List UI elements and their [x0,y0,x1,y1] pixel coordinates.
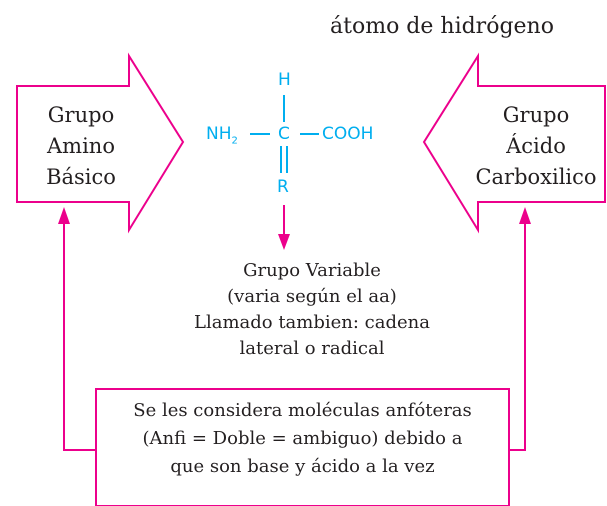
atom-c: C [278,124,290,144]
note-line-2: (Anfi = Doble = ambiguo) debido a [142,428,463,449]
variable-arrow-head [278,234,290,250]
acid-line-1: Grupo [502,103,570,127]
variable-line-3: Llamado tambien: cadena [194,312,430,333]
amino-line-3: Básico [46,165,116,189]
variable-line-4: lateral o radical [239,338,385,359]
note-line-3: que son base y ácido a la vez [170,456,435,477]
acid-line-3: Carboxilico [475,165,597,189]
variable-line-2: (varia según el aa) [227,286,397,307]
atom-nh: NH [206,124,232,144]
left-connector-head [58,207,70,224]
left-connector [63,222,96,451]
variable-line-1: Grupo Variable [243,260,381,281]
atom-r: R [277,177,289,197]
atom-h: H [278,70,291,90]
atom-cooh: COOH [322,124,374,144]
variable-group-label: Grupo Variable (varia según el aa) Llama… [180,258,444,362]
hydrogen-atom-label: átomo de hidrógeno [330,14,554,39]
atom-nh2: NH2 [206,124,238,146]
atom-nh-subscript: 2 [231,135,238,147]
right-connector-head [519,207,531,224]
note-box [95,388,510,506]
amino-group-label: Grupo Amino Básico [22,100,140,193]
amino-line-1: Grupo [47,103,115,127]
note-line-1: Se les considera moléculas anfóteras [133,400,472,421]
amphoteric-note: Se les considera moléculas anfóteras (An… [100,397,505,481]
right-connector [509,222,526,451]
acid-arrow-shape [422,52,606,234]
amino-arrow-shape [16,52,185,234]
amino-line-2: Amino [47,134,115,158]
acid-group-label: Grupo Ácido Carboxilico [472,100,600,193]
acid-line-2: Ácido [506,134,566,158]
